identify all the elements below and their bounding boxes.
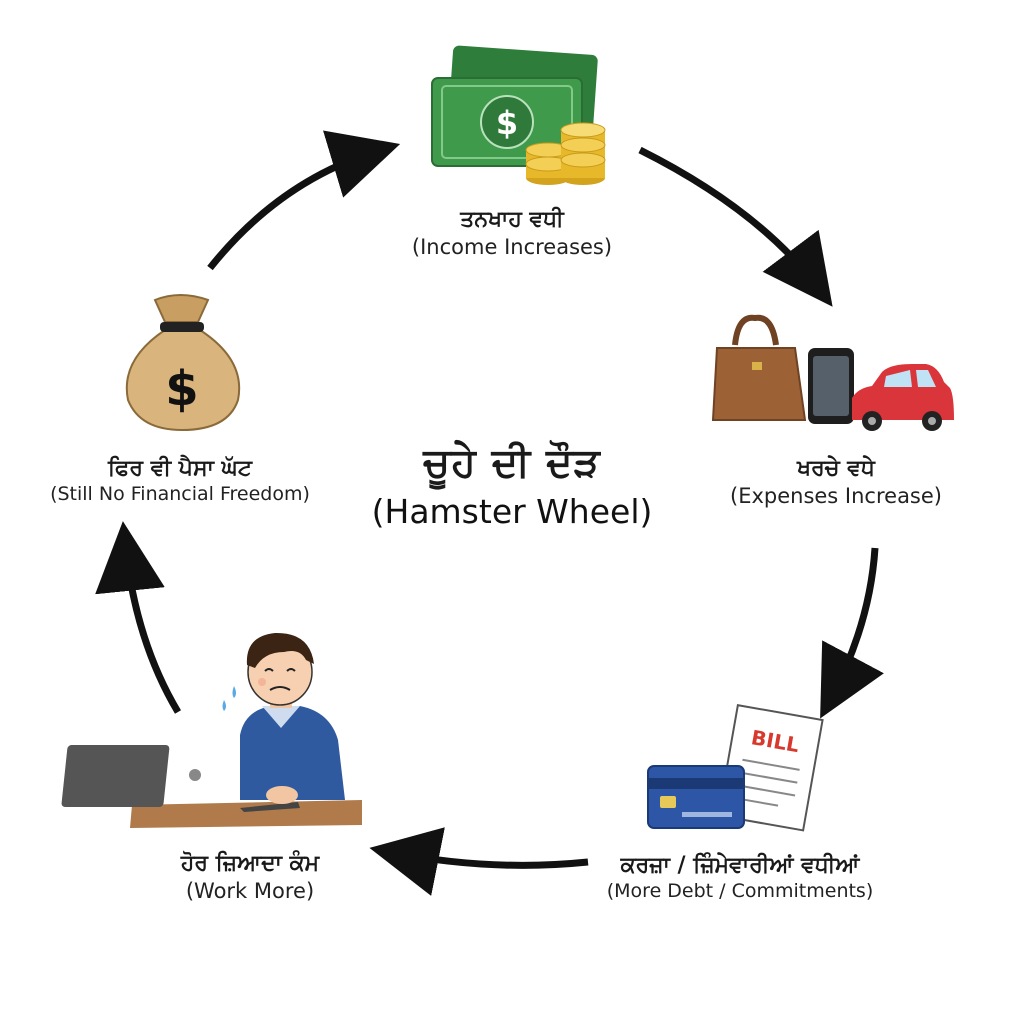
stage-income-label: ਤਨਖਾਹ ਵਧੀ (Income Increases) <box>412 206 612 260</box>
phone-icon <box>808 348 854 424</box>
stage-expenses-punjabi: ਖਰਚੇ ਵਧੇ <box>797 456 875 481</box>
stage-still-short-punjabi: ਫਿਰ ਵੀ ਪੈਸਾ ਘੱਟ <box>107 456 253 481</box>
stressed-worker-icon <box>61 632 362 828</box>
stage-debt-english: (More Debt / Commitments) <box>606 879 874 902</box>
stage-work-label: ਹੋਰ ਜ਼ਿਆਦਾ ਕੰਮ (Work More) <box>181 850 319 904</box>
money-bag-icon: $ <box>125 294 241 432</box>
dollar-sign: $ <box>496 104 518 142</box>
arrow-still-short-to-income <box>207 130 401 271</box>
stage-expenses-label: ਖਰਚੇ ਵਧੇ (Expenses Increase) <box>730 455 942 509</box>
money-bag-dollar-sign: $ <box>165 361 198 417</box>
coin-stacks-icon <box>525 122 606 185</box>
stage-debt-punjabi: ਕਰਜ਼ਾ / ਜ਼ਿੰਮੇਵਾਰੀਆਂ ਵਧੀਆਂ <box>620 853 860 878</box>
center-title: ਚੂਹੇ ਦੀ ਦੌੜ (Hamster Wheel) <box>372 440 653 531</box>
stage-debt-label: ਕਰਜ਼ਾ / ਜ਼ਿੰਮੇਵਾਰੀਆਂ ਵਧੀਆਂ (More Debt / … <box>607 852 874 903</box>
car-icon <box>852 364 954 431</box>
center-title-punjabi: ਚੂਹੇ ਦੀ ਦੌੜ <box>423 440 601 486</box>
arrow-expenses-to-debt <box>820 547 884 719</box>
stage-income-english: (Income Increases) <box>411 234 613 259</box>
arrow-work-to-still-short <box>95 521 182 714</box>
arrow-debt-to-work <box>369 827 589 896</box>
stage-expenses-english: (Expenses Increase) <box>730 483 942 508</box>
credit-card-icon <box>647 765 745 829</box>
money-icon: $ <box>431 45 606 185</box>
center-title-english: (Hamster Wheel) <box>371 492 653 531</box>
stage-income-punjabi: ਤਨਖਾਹ ਵਧੀ <box>460 207 564 232</box>
handbag-icon <box>711 314 807 421</box>
arrow-income-to-expenses <box>638 146 833 307</box>
stage-still-short-english: (Still No Financial Freedom) <box>50 482 310 505</box>
stage-work-punjabi: ਹੋਰ ਜ਼ਿਆਦਾ ਕੰਮ <box>180 851 320 876</box>
stage-work-english: (Work More) <box>185 878 315 903</box>
stage-still-short-label: ਫਿਰ ਵੀ ਪੈਸਾ ਘੱਟ (Still No Financial Free… <box>50 455 310 506</box>
